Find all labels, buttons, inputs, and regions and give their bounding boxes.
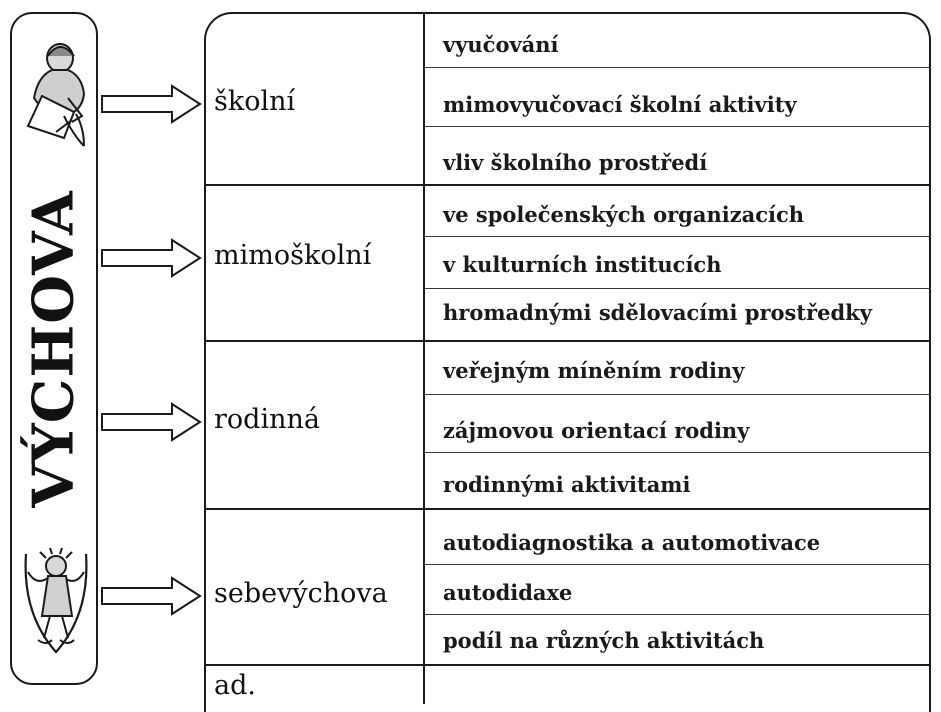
row-divider: [204, 508, 931, 510]
categories-table: [204, 12, 931, 712]
item-divider: [425, 288, 931, 289]
item-divider: [425, 452, 931, 453]
list-item: rodinnými aktivitami: [443, 472, 691, 497]
item-divider: [425, 614, 931, 615]
row-divider: [204, 340, 931, 342]
category-rodinna: rodinná: [214, 404, 320, 435]
row-divider: [204, 664, 931, 666]
list-item: mimovyučovací školní aktivity: [443, 92, 797, 117]
list-item: autodidaxe: [443, 580, 573, 605]
arrow-rodinna: [101, 402, 202, 442]
category-mimoskolni: mimoškolní: [214, 240, 372, 271]
category-skolni: školní: [214, 86, 296, 117]
category-ad: ad.: [214, 670, 256, 701]
item-divider: [425, 126, 931, 127]
list-item: vyučování: [443, 32, 559, 57]
item-divider: [425, 67, 931, 68]
list-item: podíl na různých aktivitách: [443, 628, 765, 653]
arrow-sebevychova: [101, 576, 202, 616]
list-item: v kulturních institucích: [443, 252, 722, 277]
title-panel: VÝCHOVA: [10, 12, 98, 685]
list-item: vliv školního prostředí: [443, 150, 708, 175]
item-divider: [425, 236, 931, 237]
list-item: autodiagnostika a automotivace: [443, 530, 821, 555]
list-item: veřejným míněním rodiny: [443, 358, 745, 383]
item-divider: [425, 564, 931, 565]
column-divider: [423, 12, 425, 704]
title-container: VÝCHOVA: [12, 164, 95, 534]
arrow-skolni: [101, 84, 202, 124]
student-writing-icon: [26, 43, 86, 147]
child-jumping-rope-icon: [24, 547, 88, 654]
diagram-title: VÝCHOVA: [20, 190, 87, 508]
category-sebevychova: sebevýchova: [214, 578, 388, 609]
item-divider: [425, 394, 931, 395]
row-divider: [204, 184, 931, 186]
list-item: hromadnými sdělovacími prostředky: [443, 300, 872, 325]
arrow-mimoskolni: [101, 238, 202, 278]
list-item: zájmovou orientací rodiny: [443, 418, 750, 443]
list-item: ve společenských organizacích: [443, 202, 805, 227]
